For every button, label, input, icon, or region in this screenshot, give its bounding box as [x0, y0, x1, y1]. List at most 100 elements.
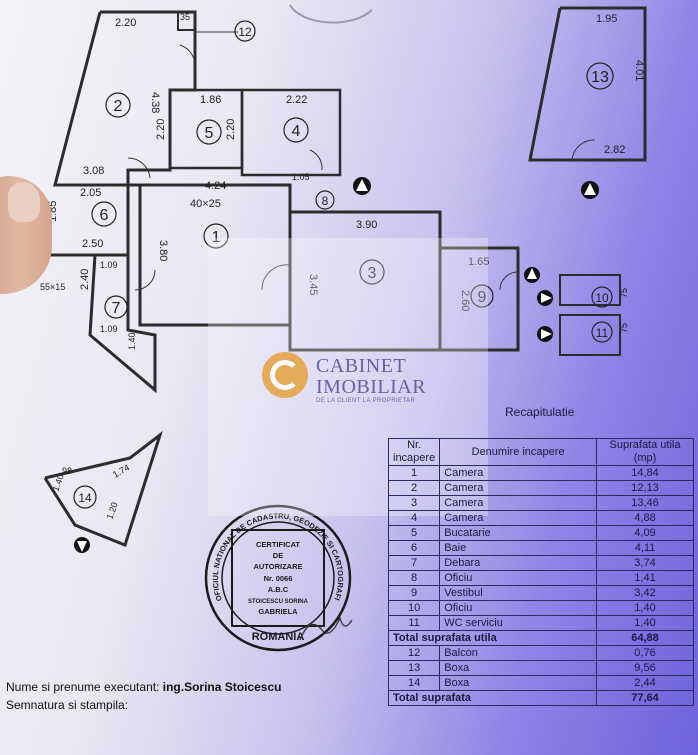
- room-number-12: 12: [238, 25, 252, 39]
- room-number-4: 4: [292, 123, 301, 140]
- dim-2-50: 2.50: [82, 238, 103, 250]
- cell-name: Camera: [439, 465, 597, 481]
- total-util-value: 64,88: [596, 630, 694, 646]
- cell-nr: 1: [387, 465, 441, 481]
- room-number-7: 7: [112, 300, 121, 317]
- recap-title: Recapitulatie: [505, 405, 575, 419]
- orientation-markers: [74, 177, 599, 553]
- cell-nr: 4: [387, 510, 441, 526]
- cell-name: Camera: [439, 495, 597, 511]
- cell-name: WC serviciu: [439, 615, 597, 631]
- total-util-label: Total suprafata utila: [388, 630, 597, 646]
- dim-1-65: 1.65: [468, 256, 489, 268]
- cell-name: Oficiu: [439, 570, 597, 586]
- dim-1-86: 1.86: [200, 94, 221, 106]
- dim-3-90: 3.90: [356, 219, 377, 231]
- recap-table: Nr. incapere Denumire incapere Suprafata…: [387, 438, 694, 706]
- executant-line: Nume si prenume executant: ing.Sorina St…: [6, 680, 281, 694]
- dim-1-20: 1.20: [104, 501, 119, 521]
- room-number-11: 11: [596, 326, 609, 340]
- dim-75: 75: [619, 288, 629, 298]
- room-number-5: 5: [205, 125, 214, 142]
- cell-nr: 5: [387, 525, 441, 541]
- cell-area: 4,88: [596, 510, 694, 526]
- cell-nr: 13: [387, 660, 441, 676]
- recap-header-row: Nr. incapere Denumire incapere Suprafata…: [387, 438, 694, 466]
- cell-name: Debara: [439, 555, 597, 571]
- cell-name: Balcon: [439, 645, 597, 661]
- stamp-line-4: Nr. 0066: [264, 574, 293, 583]
- dim-2-60: 2.60: [459, 290, 471, 311]
- room-number-10: 10: [595, 291, 609, 305]
- dim-98: 98: [62, 466, 72, 476]
- dim-75-b: 75: [619, 323, 629, 333]
- watermark-line-1: CABINET: [316, 355, 407, 377]
- room-number-8: 8: [322, 194, 329, 208]
- cell-name: Camera: [439, 510, 597, 526]
- room-number-14: 14: [78, 491, 92, 505]
- cell-name: Baie: [439, 540, 597, 556]
- total-value: 77,64: [596, 690, 694, 706]
- cell-name: Camera: [439, 480, 597, 496]
- dim-3-08: 3.08: [83, 165, 104, 177]
- room-number-1: 1: [212, 229, 221, 246]
- cell-name: Vestibul: [439, 585, 597, 601]
- stamp-line-6: STOICESCU SORINA: [248, 599, 309, 605]
- room-number-3: 3: [368, 265, 377, 282]
- dim-1-05: 1.05: [292, 172, 310, 182]
- cell-area: 2,44: [596, 675, 694, 691]
- cell-nr: 14: [387, 675, 441, 691]
- watermark-tagline: DE LA CLIENT LA PROPRIETAR: [316, 398, 416, 404]
- cell-nr: 7: [387, 555, 441, 571]
- header-nr: Nr. incapere: [387, 438, 441, 466]
- stamp-country: ROMANIA: [252, 631, 305, 643]
- dim-2-22: 2.22: [286, 94, 307, 106]
- dim-1-95: 1.95: [596, 13, 617, 25]
- cell-nr: 8: [387, 570, 441, 586]
- stamp-line-7: GABRIELA: [258, 607, 298, 616]
- dim-3-80: 3.80: [157, 240, 169, 261]
- room-number-9: 9: [478, 289, 487, 306]
- stamp-line-5: A.B.C: [268, 585, 289, 594]
- fingernail: [8, 182, 40, 222]
- cell-area: 1,40: [596, 615, 694, 631]
- dim-2-82: 2.82: [604, 144, 625, 156]
- executant-label: Nume si prenume executant:: [6, 680, 160, 694]
- cell-name: Oficiu: [439, 600, 597, 616]
- cell-nr: 3: [387, 495, 441, 511]
- stamp-fragment: [289, 4, 373, 24]
- dim-4-24: 4.24: [205, 180, 226, 192]
- room-number-13: 13: [591, 69, 609, 86]
- dim-1-09: 1.09: [100, 260, 118, 270]
- cell-nr: 12: [387, 645, 441, 661]
- dim-2-20: 2.20: [115, 17, 136, 29]
- watermark-line-2: IMOBILIAR: [316, 376, 427, 398]
- cell-area: 3,42: [596, 585, 694, 601]
- header-den: Denumire incapere: [439, 438, 597, 466]
- cell-area: 3,74: [596, 555, 694, 571]
- room-number-2: 2: [114, 98, 123, 115]
- stamp-line-1: CERTIFICAT: [256, 540, 300, 549]
- cell-area: 4,11: [596, 540, 694, 556]
- cell-nr: 10: [387, 600, 441, 616]
- dim-1-74: 1.74: [111, 462, 131, 479]
- cell-area: 12,13: [596, 480, 694, 496]
- total-label: Total suprafata: [388, 690, 597, 706]
- cell-area: 0,76: [596, 645, 694, 661]
- watermark-text: CABINET IMOBILIAR: [316, 356, 426, 398]
- cell-name: Boxa: [439, 660, 597, 676]
- dim-55x15: 55×15: [40, 282, 65, 292]
- cell-area: 9,56: [596, 660, 694, 676]
